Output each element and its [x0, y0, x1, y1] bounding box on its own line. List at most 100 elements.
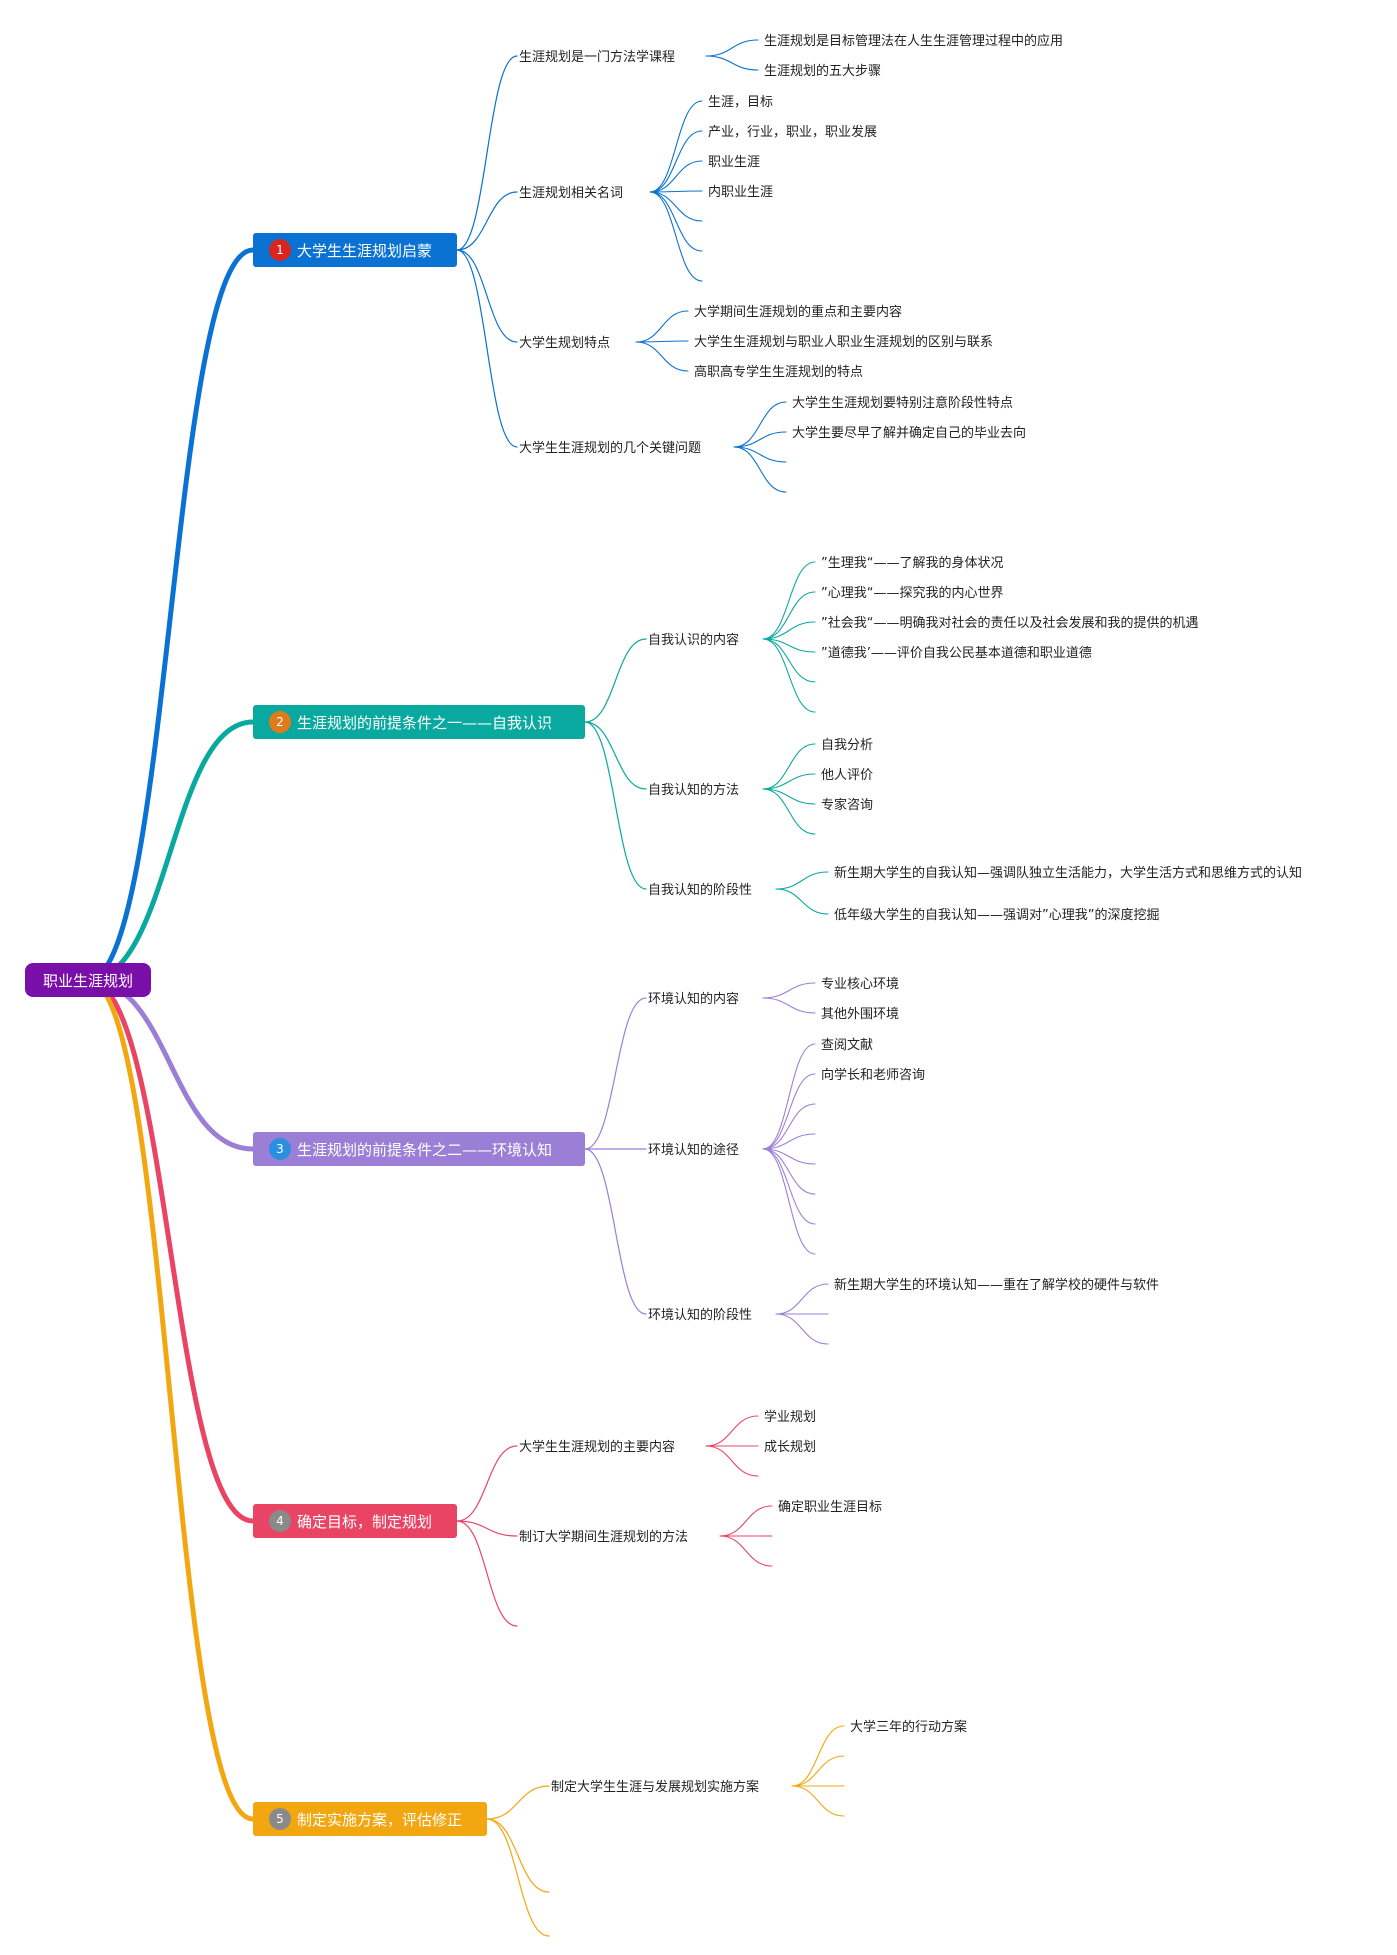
leaf-topic-label[interactable]: ”道德我’——评价自我公民基本道德和职业道德 [821, 646, 1092, 661]
leaf-connector [762, 638, 816, 713]
sub-connector [584, 1148, 647, 1315]
leaf-connector [762, 982, 816, 999]
number-badge-icon [269, 1138, 291, 1160]
leaf-topic-label[interactable]: ”生理我“——了解我的身体状况 [821, 555, 1003, 571]
leaf-connector [649, 191, 703, 222]
leaf-topic-label[interactable]: 确定职业生涯目标 [778, 1500, 882, 1515]
leaf-connector [705, 1445, 759, 1477]
leaf-topic-label[interactable]: 大学期间生涯规划的重点和主要内容 [694, 304, 902, 320]
leaf-topic-label[interactable]: 学业规划 [764, 1409, 816, 1425]
sub-connector [486, 1818, 550, 1937]
leaf-connector [649, 160, 703, 193]
leaf-connector [733, 446, 787, 463]
sub-connector [584, 997, 647, 1150]
sub-topic-label[interactable]: 生涯规划相关名词 [519, 185, 623, 201]
branch-node-2[interactable] [253, 705, 585, 739]
sub-topic-label[interactable]: 环境认知的内容 [648, 991, 739, 1007]
leaf-topic-label[interactable]: 成长规划 [764, 1440, 816, 1455]
sub-topic-label[interactable]: 环境认知的途径 [648, 1142, 739, 1158]
sub-connector [456, 1445, 518, 1522]
leaf-topic-label[interactable]: ”社会我“——明确我对社会的责任以及社会发展和我的提供的机遇 [821, 615, 1198, 631]
branch-label: 生涯规划的前提条件之二——环境认知 [297, 1141, 552, 1159]
leaf-connector [762, 1133, 816, 1150]
branch-number: 1 [276, 243, 284, 257]
leaf-topic-label[interactable]: 新生期大学生的环境认知——重在了解学校的硬件与软件 [834, 1277, 1159, 1293]
leaf-topic-label[interactable]: 低年级大学生的自我认知——强调对”心理我”的深度挖掘 [834, 907, 1159, 923]
sub-connector [486, 1818, 550, 1893]
leaf-connector [733, 446, 787, 493]
leaf-topic-label[interactable]: 大学生要尽早了解并确定自己的毕业去向 [792, 425, 1026, 441]
leaf-topic-label[interactable]: 大学三年的行动方案 [850, 1719, 967, 1735]
leaf-topic-label[interactable]: 职业生涯 [708, 155, 760, 170]
leaf-connector [762, 1043, 816, 1150]
leaf-connector [719, 1505, 773, 1537]
leaf-topic-label[interactable]: 查阅文献 [821, 1038, 873, 1053]
leaf-connector [649, 130, 703, 193]
leaf-topic-label[interactable]: 自我分析 [821, 738, 873, 753]
leaf-connector [649, 190, 703, 193]
leaf-topic-label[interactable]: 生涯规划的五大步骤 [764, 63, 881, 79]
sub-connector [456, 1520, 518, 1627]
leaf-topic-label[interactable]: 专家咨询 [821, 797, 873, 813]
leaf-topic-label[interactable]: 大学生生涯规划要特别注意阶段性特点 [792, 395, 1013, 411]
leaf-topic-label[interactable]: 大学生生涯规划与职业人职业生涯规划的区别与联系 [694, 334, 993, 350]
branch-number: 5 [276, 1812, 284, 1826]
leaf-connector [649, 100, 703, 193]
leaf-connector [649, 191, 703, 252]
leaf-topic-label[interactable]: 生涯规划是目标管理法在人生生涯管理过程中的应用 [764, 33, 1063, 49]
leaf-topic-label[interactable]: ”心理我“——探究我的内心世界 [821, 585, 1003, 601]
sub-topic-label[interactable]: 生涯规划是一门方法学课程 [519, 49, 675, 65]
sub-topic-label[interactable]: 环境认知的阶段性 [648, 1307, 752, 1323]
leaf-topic-label[interactable]: 向学长和老师咨询 [821, 1067, 925, 1083]
root-node[interactable] [25, 963, 151, 997]
leaf-connector [635, 310, 689, 343]
leaf-topic-label[interactable]: 产业，行业，职业，职业发展 [708, 124, 877, 140]
leaf-topic-label[interactable]: 其他外围环境 [821, 1007, 899, 1022]
leaf-topic-label[interactable]: 内职业生涯 [708, 184, 773, 200]
sub-topic-label[interactable]: 自我认知的阶段性 [648, 882, 752, 898]
branch-node-4[interactable] [253, 1504, 457, 1538]
leaf-topic-label[interactable]: 专业核心环境 [821, 977, 899, 992]
sub-topic-label[interactable]: 大学生生涯规划的主要内容 [519, 1439, 675, 1455]
sub-topic-label[interactable]: 大学生规划特点 [519, 335, 610, 351]
sub-topic-label[interactable]: 大学生生涯规划的几个关键问题 [519, 440, 701, 456]
leaf-connector [762, 638, 816, 653]
sub-connector [584, 721, 647, 890]
leaf-connector [705, 39, 759, 57]
leaf-connector [705, 1415, 759, 1447]
sub-connector [456, 249, 518, 343]
sub-topic-label[interactable]: 自我认知的方法 [648, 782, 739, 798]
branch-connector-5 [85, 977, 256, 1822]
number-badge-icon [269, 1510, 291, 1532]
branch-node-3[interactable] [253, 1132, 585, 1166]
leaf-topic-label[interactable]: 生涯，目标 [708, 95, 773, 110]
sub-topic-label[interactable]: 制定大学生生涯与发展规划实施方案 [551, 1779, 759, 1795]
leaf-connector [635, 341, 689, 372]
branch-node-5[interactable] [253, 1802, 487, 1836]
leaf-topic-label[interactable]: 新生期大学生的自我认知—强调队独立生活能力，大学生活方式和思维方式的认知 [834, 865, 1302, 881]
leaf-topic-label[interactable]: 他人评价 [821, 768, 873, 783]
sub-connector [456, 191, 518, 251]
branch-connector-1 [85, 247, 256, 983]
leaf-connector [775, 1313, 829, 1345]
branch-label: 确定目标，制定规划 [297, 1513, 432, 1531]
leaf-connector [775, 1283, 829, 1315]
leaf-topic-label[interactable]: 高职高专学生生涯规划的特点 [694, 364, 863, 380]
branch-connector-4 [85, 977, 256, 1524]
leaf-connector [791, 1755, 845, 1787]
sub-topic-label[interactable]: 制订大学期间生涯规划的方法 [519, 1529, 688, 1545]
sub-connector [456, 249, 518, 448]
leaf-connector [791, 1785, 845, 1817]
leaf-connector [733, 431, 787, 448]
leaf-connector [762, 638, 816, 683]
branch-number: 3 [276, 1142, 284, 1156]
sub-topic-label[interactable]: 自我认识的内容 [648, 632, 739, 648]
leaf-connector [762, 1148, 816, 1255]
leaf-connector [719, 1535, 773, 1567]
leaf-connector [762, 1073, 816, 1150]
branch-node-1[interactable] [253, 233, 457, 267]
leaf-connector [762, 1148, 816, 1165]
leaf-connector [762, 1148, 816, 1225]
sub-connector [584, 721, 647, 790]
leaf-connector [649, 191, 703, 282]
